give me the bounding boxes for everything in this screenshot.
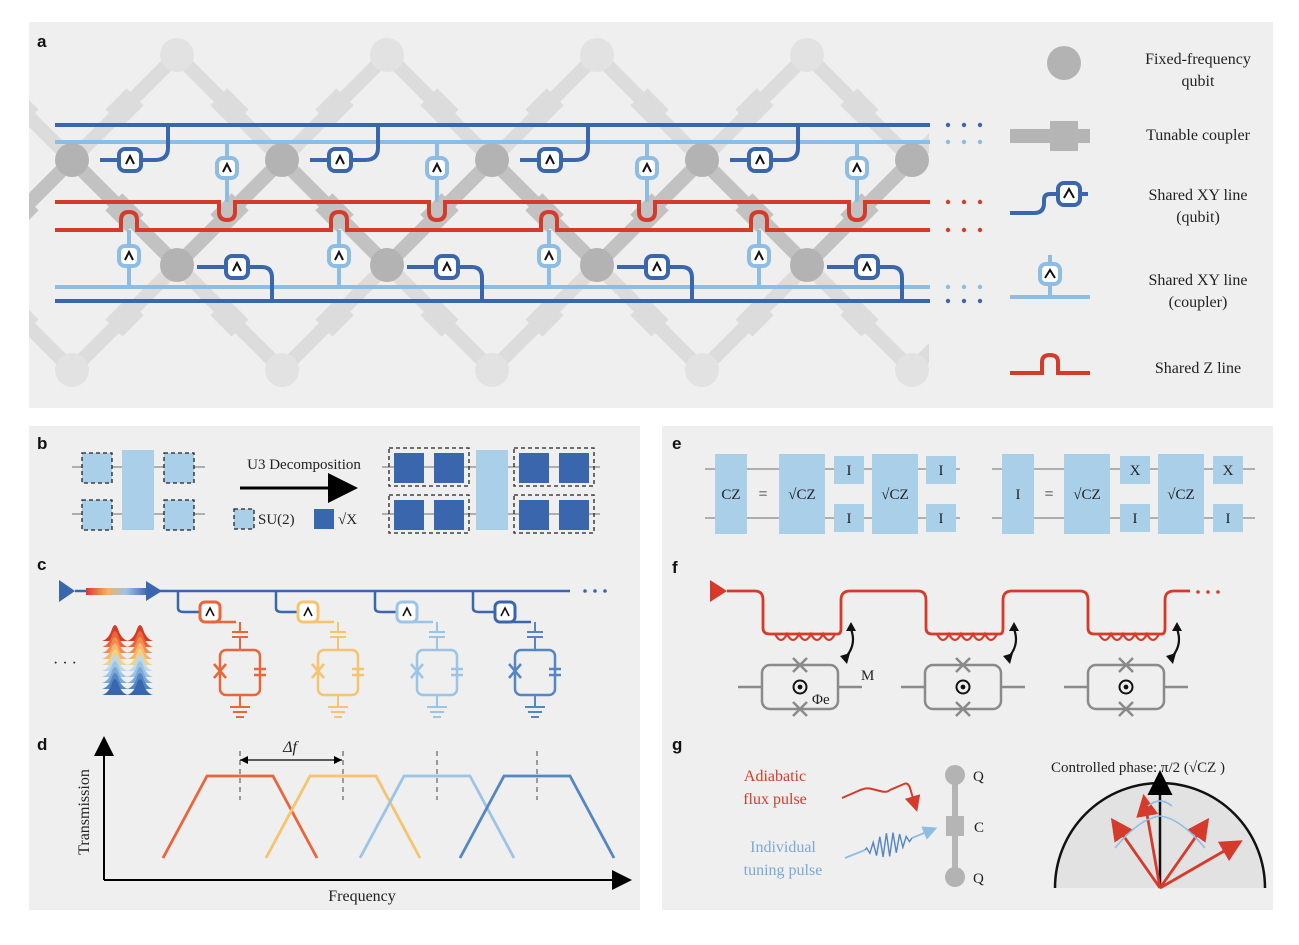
panel-c-label: c bbox=[37, 555, 46, 574]
sqrtcz-gate-label-3: √CZ bbox=[1073, 487, 1100, 503]
qubit-circuits bbox=[176, 591, 561, 718]
i-gate-label-3: I bbox=[939, 463, 944, 479]
shared-z-line bbox=[727, 589, 1190, 642]
feed-continuation-dots bbox=[583, 589, 607, 593]
legend-qubit-line2: qubit bbox=[1182, 73, 1215, 90]
sqrtcz-gate-label-4: √CZ bbox=[1167, 487, 1194, 503]
adiabatic-label-line1: Adiabatic bbox=[744, 768, 806, 785]
coupler-label: C bbox=[974, 820, 984, 836]
legend: Fixed-frequency qubit Tunable coupler Sh… bbox=[1010, 46, 1251, 377]
input-triangle-icon bbox=[59, 580, 75, 602]
feed-arrow-icon bbox=[146, 581, 162, 601]
multiplexed-pulse-bar bbox=[86, 588, 148, 595]
i-gate-label-6: I bbox=[1226, 511, 1231, 527]
legend-xy-qubit-line1: Shared XY line bbox=[1149, 187, 1248, 204]
cz-equivalence: CZ = √CZ I I √CZ I I bbox=[705, 454, 960, 534]
sqrtcz-gate-label-2: √CZ bbox=[881, 487, 908, 503]
legend-qubit-icon bbox=[1047, 46, 1081, 80]
i-gate-label-4: I bbox=[939, 511, 944, 527]
transmission-bands bbox=[161, 751, 616, 859]
i-gate-label-5: I bbox=[1133, 511, 1138, 527]
control-lines bbox=[55, 123, 930, 303]
line-continuation-dots bbox=[945, 122, 983, 304]
i-gate-label-1: I bbox=[847, 463, 852, 479]
circuit-before bbox=[72, 450, 205, 531]
legend-xy-qubit-icon bbox=[1010, 181, 1088, 215]
decomposition-arrow-label: U3 Decomposition bbox=[247, 457, 361, 473]
x-gate-label-1: X bbox=[1130, 463, 1141, 479]
z-line-continuation-dots bbox=[1196, 590, 1220, 594]
tuning-pulse-arrow bbox=[844, 826, 938, 859]
legend-coupler-label: Tunable coupler bbox=[1146, 127, 1251, 144]
sqrtcz-gate-label-1: √CZ bbox=[788, 487, 815, 503]
phase-diagram bbox=[1053, 770, 1267, 890]
mutual-inductance-label: M bbox=[861, 668, 874, 684]
su2-legend-label: SU(2) bbox=[258, 512, 295, 528]
individual-label-line2: tuning pulse bbox=[744, 862, 823, 879]
adiabatic-label-line2: flux pulse bbox=[743, 791, 807, 808]
legend-xy-coupler-line2: (coupler) bbox=[1169, 294, 1228, 311]
delta-f-label: Δf bbox=[282, 739, 299, 756]
qcq-schematic bbox=[945, 765, 965, 887]
panel-b-label: b bbox=[37, 434, 47, 453]
panel-g-label: g bbox=[672, 735, 682, 754]
frequency-stack-icon bbox=[102, 625, 153, 695]
legend-z-line-label: Shared Z line bbox=[1155, 360, 1241, 377]
legend-coupler-icon bbox=[1010, 121, 1090, 151]
sqrtx-legend-icon bbox=[314, 509, 334, 529]
spectrum-ellipsis: · · · bbox=[53, 655, 77, 672]
su2-legend-icon bbox=[233, 508, 255, 530]
controlled-phase-label: Controlled phase: π/2 (√CZ ) bbox=[1051, 760, 1225, 776]
legend-qubit-line1: Fixed-frequency bbox=[1145, 51, 1251, 68]
panel-a-label: a bbox=[37, 32, 47, 51]
circuit-after bbox=[382, 447, 600, 534]
panel-d-label: d bbox=[37, 735, 47, 754]
bottom-qubit-label: Q bbox=[973, 871, 984, 887]
panel-e-label: e bbox=[672, 434, 681, 453]
panel-f-label: f bbox=[672, 558, 678, 577]
bottom-qubit-icon bbox=[945, 867, 965, 887]
identity-equivalence: I = √CZ X I √CZ X I bbox=[992, 454, 1255, 534]
coupler-icon bbox=[946, 816, 964, 836]
tunable-couplers bbox=[738, 622, 1188, 717]
legend-xy-coupler-icon bbox=[1010, 255, 1090, 299]
individual-label-line1: Individual bbox=[750, 839, 816, 856]
i-gate-label-2: I bbox=[847, 511, 852, 527]
x-gate-label-2: X bbox=[1223, 463, 1234, 479]
y-axis-label: Transmission bbox=[76, 769, 93, 855]
external-flux-label: Φe bbox=[812, 692, 830, 708]
adiabatic-pulse-arrow bbox=[841, 782, 921, 812]
z-line-input-triangle bbox=[710, 580, 727, 602]
top-qubit-label: Q bbox=[973, 769, 984, 785]
equals-sign-1: = bbox=[758, 486, 767, 503]
legend-xy-qubit-line2: (qubit) bbox=[1176, 209, 1220, 226]
legend-z-line-icon bbox=[1010, 352, 1090, 375]
top-qubit-icon bbox=[945, 765, 965, 785]
cz-gate-label: CZ bbox=[721, 487, 740, 503]
legend-xy-coupler-line1: Shared XY line bbox=[1149, 272, 1248, 289]
identity-gate-label: I bbox=[1016, 487, 1021, 503]
x-axis-label: Frequency bbox=[328, 888, 396, 905]
equals-sign-2: = bbox=[1044, 486, 1053, 503]
sqrtx-legend-label: √X bbox=[338, 512, 357, 528]
